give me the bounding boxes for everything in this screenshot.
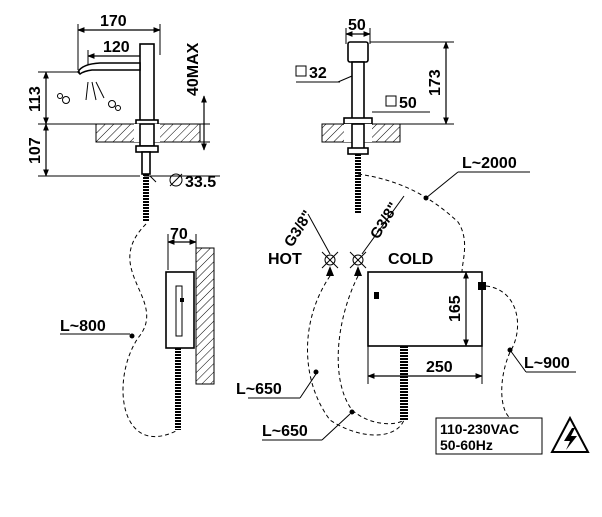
wall-section [195,247,215,385]
high-voltage-warning-icon [550,415,590,453]
hose-650-hot-path [307,275,405,436]
hose-label-650-cold: L~650 [262,423,308,440]
cable-900-path [485,285,519,419]
dim-square-32: 32 [309,65,327,82]
hose-label-800: L~800 [60,318,106,335]
hose-label-2000: L~2000 [462,155,517,172]
cold-label: COLD [388,251,433,268]
hot-label: HOT [268,251,302,268]
dim-40max: 40MAX [185,42,202,96]
wall-box-side-view: 70 L~800 [60,223,215,437]
power-spec: 110-230VAC 50-60Hz [435,415,590,455]
voltage-label: 110-230VAC [440,421,519,437]
hose-650-cold-path [337,275,405,425]
faucet-column [351,61,365,123]
dim-square-50: 50 [399,95,417,112]
hose-800-path [122,223,179,437]
water-sensor-icon [57,81,121,111]
dim-165: 165 [447,295,464,322]
dim-107: 107 [27,137,44,164]
dim-113: 113 [27,86,44,112]
cold-fitting-icon [352,254,364,266]
dim-170: 170 [100,13,127,30]
hot-fitting-icon [324,254,336,266]
control-box-side [165,271,195,349]
hose-label-900: L~900 [524,355,570,372]
thread-hot-label: G3/8" [281,207,316,250]
dim-70: 70 [170,226,188,243]
frequency-label: 50-60Hz [440,437,493,453]
control-box [367,271,483,347]
faucet-side-view: 170 120 113 107 [27,13,220,222]
dim-120: 120 [103,39,130,56]
hose-label-650-hot: L~650 [236,381,282,398]
dim-50-top: 50 [348,17,366,34]
control-box-front: 165 250 [367,271,486,420]
faucet-head [347,41,369,63]
dim-250: 250 [426,359,453,376]
faucet-front-view: 50 173 32 50 [295,17,454,214]
mounting-shank [139,123,155,147]
hose-2000-path [357,173,466,273]
dim-33-5: 33.5 [185,174,216,191]
dim-173: 173 [427,69,444,96]
faucet-spout [77,62,141,76]
power-spec-box [435,417,543,455]
faucet-body [139,43,155,123]
